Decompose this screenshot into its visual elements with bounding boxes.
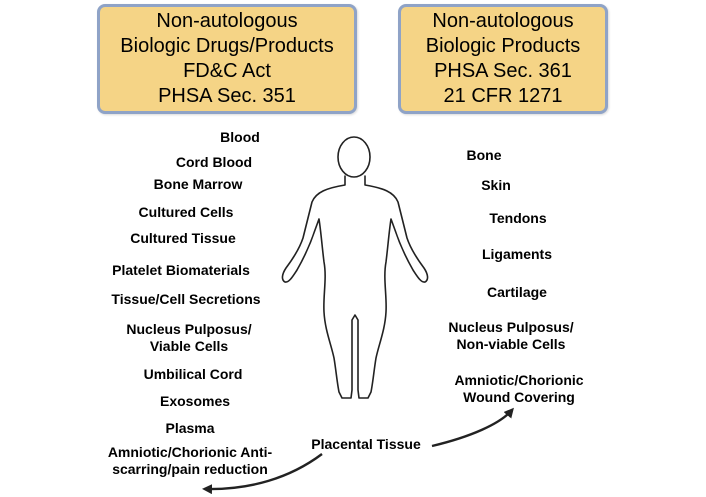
box-line: FD&C Act: [183, 60, 271, 82]
left-item-nucleus-pulposus-viable: Nucleus Pulposus/Viable Cells: [126, 321, 252, 354]
left-item-plasma: Plasma: [165, 420, 215, 436]
left-item-cord-blood: Cord Blood: [175, 154, 253, 170]
right-item-nucleus-pulposus-nonviable: Nucleus Pulposus/Non-viable Cells: [448, 319, 574, 352]
left-item-cultured-cells: Cultured Cells: [138, 204, 234, 220]
box-line: 21 CFR 1271: [443, 85, 563, 107]
right-item-ligaments: Ligaments: [481, 246, 553, 262]
left-item-cultured-tissue: Cultured Tissue: [130, 230, 236, 246]
box-line: Non-autologous: [432, 10, 574, 32]
box-line: PHSA Sec. 351: [158, 85, 296, 107]
left-item-amniotic-anti-scarring: Amniotic/Chorionic Anti-scarring/pain re…: [107, 444, 273, 477]
right-item-tendons: Tendons: [489, 210, 547, 226]
box-line: PHSA Sec. 361: [434, 60, 572, 82]
box-line: Biologic Drugs/Products: [120, 35, 334, 57]
left-item-blood: Blood: [220, 129, 260, 145]
placental-tissue-label: Placental Tissue: [311, 436, 421, 452]
biologic-drugs-box: Non-autologous Biologic Drugs/Products F…: [97, 4, 357, 114]
left-item-bone-marrow: Bone Marrow: [153, 176, 243, 192]
left-item-platelet-biomaterials: Platelet Biomaterials: [112, 262, 250, 278]
box-line: Biologic Products: [425, 35, 581, 57]
box-line: Non-autologous: [156, 10, 298, 32]
left-item-tissue-cell-secretions: Tissue/Cell Secretions: [111, 291, 261, 307]
right-item-skin: Skin: [481, 177, 511, 193]
right-item-bone: Bone: [466, 147, 502, 163]
left-item-umbilical-cord: Umbilical Cord: [143, 366, 243, 382]
right-item-cartilage: Cartilage: [487, 284, 547, 300]
left-item-exosomes: Exosomes: [159, 393, 231, 409]
biologic-products-box: Non-autologous Biologic Products PHSA Se…: [398, 4, 608, 114]
